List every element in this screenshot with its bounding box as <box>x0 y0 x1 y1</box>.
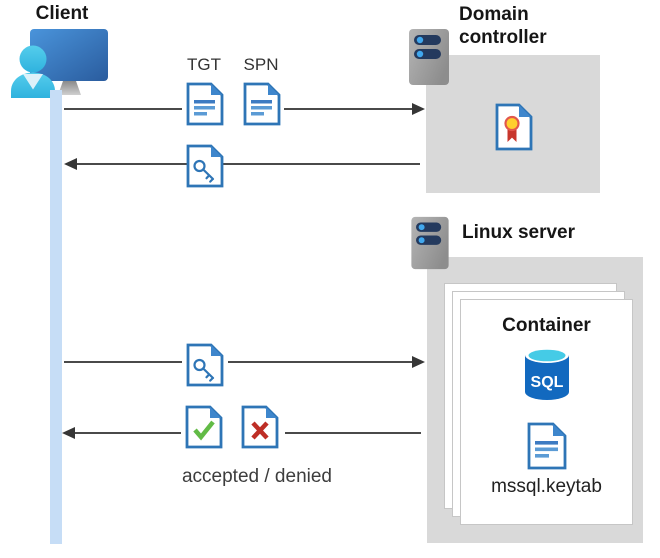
denied-document-icon <box>241 405 279 449</box>
arrow-right-icon <box>412 356 425 368</box>
server-icon <box>410 216 450 270</box>
text-lines-icon <box>535 441 558 458</box>
container-card-front: Container SQL mssql.keytab <box>460 299 633 525</box>
key-ticket-request-arrow-line <box>64 361 182 363</box>
sql-badge-text: SQL <box>531 374 564 391</box>
linux-server-label: Linux server <box>462 222 575 243</box>
client-label: Client <box>35 3 89 24</box>
tgt-document-icon <box>186 82 224 126</box>
key-ticket-request-arrow-line <box>228 361 413 363</box>
user-icon <box>11 45 55 98</box>
monitor-icon <box>30 29 108 95</box>
server-icon <box>408 28 450 86</box>
key-ticket-icon <box>186 144 224 188</box>
ribbon-seal-icon <box>504 115 520 142</box>
key-ticket-icon <box>186 343 224 387</box>
tgt-spn-request-arrow-line <box>64 108 182 110</box>
client-lifeline <box>50 90 62 544</box>
tgt-spn-request-arrow-line <box>284 108 413 110</box>
arrow-left-icon <box>62 427 75 439</box>
keytab-filename: mssql.keytab <box>491 476 602 497</box>
ticket-response-arrow-line <box>76 163 420 165</box>
result-response-arrow-line <box>285 432 421 434</box>
text-lines-icon <box>194 100 215 116</box>
client-icon <box>6 24 110 100</box>
check-icon <box>193 420 215 441</box>
accepted-denied-label: accepted / denied <box>181 466 332 487</box>
certificate-icon <box>495 103 533 151</box>
container-label: Container <box>502 315 591 336</box>
arrow-right-icon <box>412 103 425 115</box>
client-icon-graphic <box>11 29 108 98</box>
domain-controller-label: Domain controller <box>459 4 547 48</box>
key-icon <box>193 159 215 183</box>
x-icon <box>251 421 269 440</box>
keytab-file-icon <box>527 422 567 470</box>
spn-label: SPN <box>243 55 279 74</box>
text-lines-icon <box>251 100 272 116</box>
spn-document-icon <box>243 82 281 126</box>
result-response-arrow-line <box>74 432 181 434</box>
key-icon <box>193 358 215 382</box>
sql-database-icon: SQL <box>524 346 570 402</box>
arrow-left-icon <box>64 158 77 170</box>
accepted-document-icon <box>185 405 223 449</box>
tgt-label: TGT <box>187 55 221 74</box>
